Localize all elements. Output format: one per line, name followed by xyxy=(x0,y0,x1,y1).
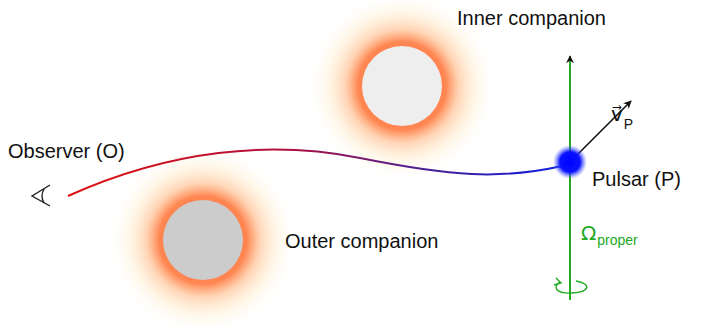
observer-eye xyxy=(42,189,44,203)
observer-eye xyxy=(32,185,50,206)
rotation-symbol xyxy=(554,278,561,285)
observer-label: Observer (O) xyxy=(8,140,125,162)
inner-companion-star xyxy=(362,46,442,126)
companion-glow xyxy=(111,148,295,328)
outer-companion-star xyxy=(163,200,243,280)
velocity-symbol: v⃗ xyxy=(611,103,623,125)
light-path xyxy=(68,150,562,196)
pulsar-dot xyxy=(553,145,587,179)
companion-label: Inner companion xyxy=(457,7,606,29)
omega-symbol: Ω xyxy=(581,222,596,244)
companion-label: Outer companion xyxy=(285,230,438,252)
pulsar-label: Pulsar (P) xyxy=(592,168,681,190)
omega-subscript: proper xyxy=(597,233,637,248)
velocity-subscript: P xyxy=(624,117,633,132)
